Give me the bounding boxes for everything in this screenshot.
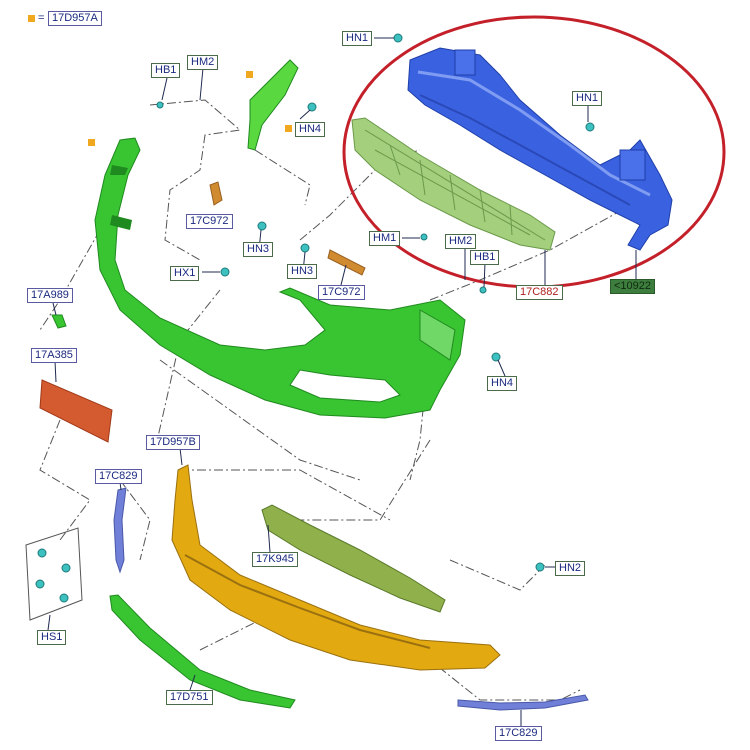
label-HN4-right: HN4	[487, 376, 518, 391]
label-HN4-top: HN4	[295, 122, 326, 137]
label-17A989: 17A989	[27, 288, 73, 303]
energy-absorber	[351, 117, 556, 251]
fastener-clips	[156, 33, 595, 572]
label-10922: <10922	[610, 279, 656, 294]
label-17C972-b: 17C972	[318, 285, 365, 300]
clip-set-panel	[25, 527, 83, 621]
label-HN2: HN2	[555, 561, 586, 576]
label-17D957B: 17D957B	[146, 435, 200, 450]
label-17A385: 17A385	[31, 348, 77, 363]
bracket-17C972-b	[327, 249, 366, 276]
label-17C972-a: 17C972	[186, 214, 233, 229]
license-plate-bracket	[39, 379, 113, 443]
label-17D751: 17D751	[166, 690, 213, 705]
label-17K945: 17K945	[252, 552, 298, 567]
lower-bumper-cover	[171, 464, 501, 671]
label-HM2-left: HM2	[187, 55, 219, 70]
label-HS1: HS1	[37, 630, 67, 645]
label-HN1-top: HN1	[342, 31, 373, 46]
label-17C882: 17C882	[516, 285, 563, 300]
bumper-reinforcement-beam	[407, 47, 673, 251]
label-17C829-bottom: 17C829	[495, 726, 542, 741]
label-pointers	[47, 37, 637, 726]
bracket-17C972-a	[209, 181, 223, 206]
side-reflector	[247, 59, 299, 151]
legend-marker	[28, 15, 35, 22]
lower-trim-17D751	[109, 594, 296, 709]
bumper-cover	[94, 137, 466, 419]
label-HX1: HX1	[170, 266, 200, 281]
label-HN3-a: HN3	[243, 242, 274, 257]
legend-equals: =	[38, 12, 45, 24]
label-HM2-right: HM2	[445, 234, 477, 249]
part-17A989	[51, 314, 67, 329]
label-HB1-left: HB1	[151, 63, 181, 78]
marker-orange	[88, 139, 95, 146]
label-HB1-right: HB1	[470, 250, 500, 265]
label-HN3-b: HN3	[287, 264, 318, 279]
marker-orange	[285, 125, 292, 132]
air-deflector-17K945	[261, 504, 446, 613]
molding-17C829-left	[113, 487, 127, 574]
label-17C829-left: 17C829	[95, 469, 142, 484]
molding-17C829-bottom	[457, 694, 589, 711]
label-17D957A: 17D957A	[48, 11, 102, 26]
label-HN1-right: HN1	[572, 91, 603, 106]
label-HM1: HM1	[369, 231, 401, 246]
marker-orange	[246, 71, 253, 78]
